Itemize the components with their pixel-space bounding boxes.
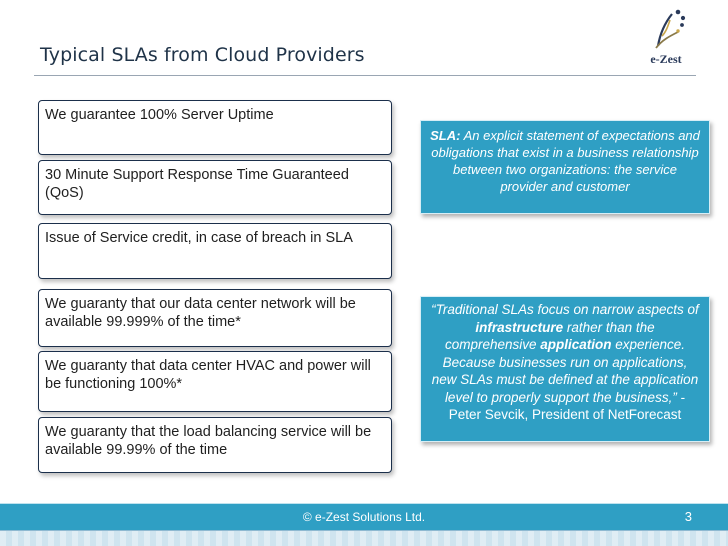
sla-text: 30 Minute Support Response Time Guarante…: [45, 167, 349, 201]
quote-bold-infrastructure: infrastructure: [475, 319, 564, 335]
slide-page-number: 3: [684, 509, 692, 524]
logo-wordmark: e-Zest: [650, 52, 682, 66]
definition-text: An explicit statement of expectations an…: [431, 128, 700, 194]
sla-definition-box: SLA: An explicit statement of expectatio…: [420, 120, 710, 214]
quote-bold-application: application: [540, 337, 612, 352]
sla-box-support-response: 30 Minute Support Response Time Guarante…: [38, 160, 392, 215]
sla-box-service-credit: Issue of Service credit, in case of brea…: [38, 223, 392, 279]
definition-term: SLA:: [430, 128, 461, 143]
sla-text: We guarantee 100% Server Uptime: [45, 107, 274, 123]
footer-decorative-strip: [0, 530, 728, 546]
slide-title: Typical SLAs from Cloud Providers: [40, 44, 365, 66]
quote-part-3: experience. Because businesses run on ap…: [431, 337, 699, 405]
footer-copyright: © e-Zest Solutions Ltd.: [302, 510, 426, 524]
sla-text: We guaranty that data center HVAC and po…: [45, 358, 371, 392]
quote-box: “Traditional SLAs focus on narrow aspect…: [420, 296, 710, 442]
sla-box-hvac-power: We guaranty that data center HVAC and po…: [38, 351, 392, 412]
title-divider: [34, 75, 696, 76]
footer-bar: [0, 503, 728, 531]
quote-part-2: rather than the comprehensive: [444, 319, 655, 353]
sla-text: We guaranty that our data center network…: [45, 296, 356, 330]
sla-box-network-availability: We guaranty that our data center network…: [38, 289, 392, 347]
sla-text: We guaranty that the load balancing serv…: [45, 424, 372, 458]
ezest-logo: e-Zest: [636, 6, 696, 68]
sla-text: Issue of Service credit, in case of brea…: [45, 230, 353, 246]
quote-attribution: - Peter Sevcik, President of NetForecast: [448, 389, 686, 423]
sla-box-server-uptime: We guarantee 100% Server Uptime: [38, 100, 392, 155]
sla-box-load-balancing: We guaranty that the load balancing serv…: [38, 417, 392, 473]
quote-part-1: “Traditional SLAs focus on narrow aspect…: [431, 302, 699, 317]
ezest-logo-icon: [655, 9, 686, 49]
